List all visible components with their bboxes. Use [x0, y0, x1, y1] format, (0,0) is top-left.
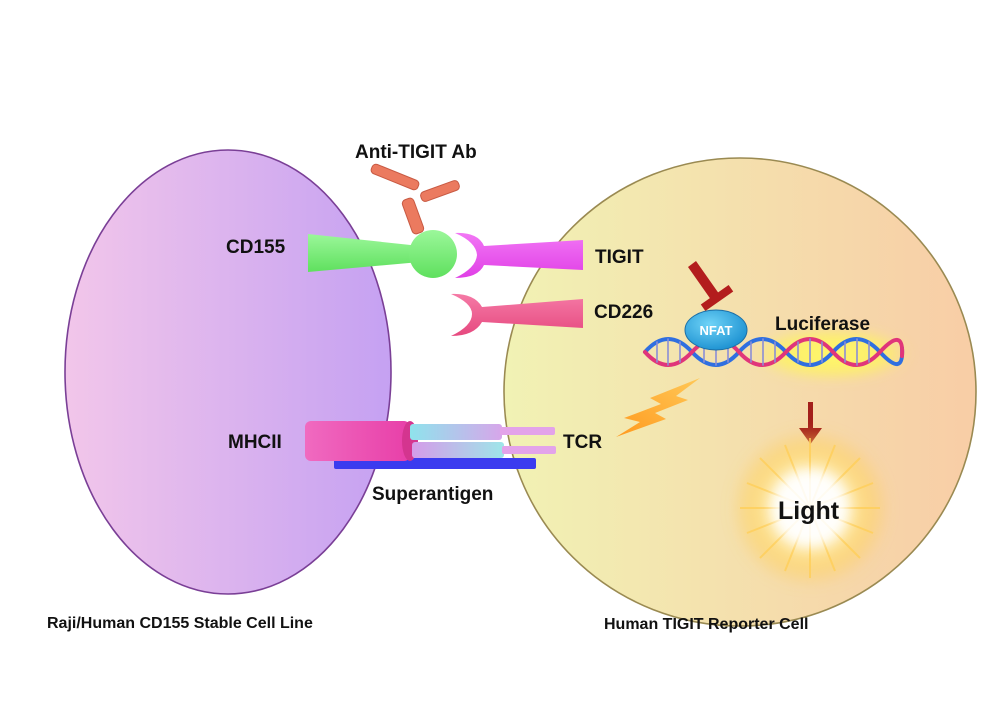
superantigen-label: Superantigen: [372, 484, 493, 505]
nfat-icon: NFAT: [684, 309, 748, 351]
tcr-complex: [410, 424, 556, 458]
antibody-label: Anti-TIGIT Ab: [355, 142, 477, 163]
nfat-label: NFAT: [700, 323, 733, 338]
tigit-molecule: [455, 232, 583, 278]
cd226-label: CD226: [594, 302, 653, 323]
raji-cell: [64, 149, 392, 595]
tigit-label: TIGIT: [595, 247, 644, 268]
mhcii-molecule: [305, 421, 410, 461]
cd155-molecule: [308, 230, 457, 278]
left-cell-label: Raji/Human CD155 Stable Cell Line: [47, 615, 313, 632]
dna-helix: [643, 337, 905, 367]
cd155-label: CD155: [226, 237, 286, 258]
luciferase-label: Luciferase: [775, 314, 870, 335]
light-burst-icon: [730, 428, 890, 588]
light-label: Light: [778, 497, 840, 525]
inhibition-icon: [688, 261, 734, 312]
anti-tigit-antibody: [370, 163, 460, 235]
right-cell-label: Human TIGIT Reporter Cell: [604, 616, 808, 633]
cd226-molecule: [451, 293, 583, 336]
activation-bolt-icon: [616, 378, 700, 437]
reporter-cell: [503, 157, 977, 627]
mhcii-label: MHCII: [228, 432, 282, 453]
tcr-label: TCR: [563, 432, 602, 453]
